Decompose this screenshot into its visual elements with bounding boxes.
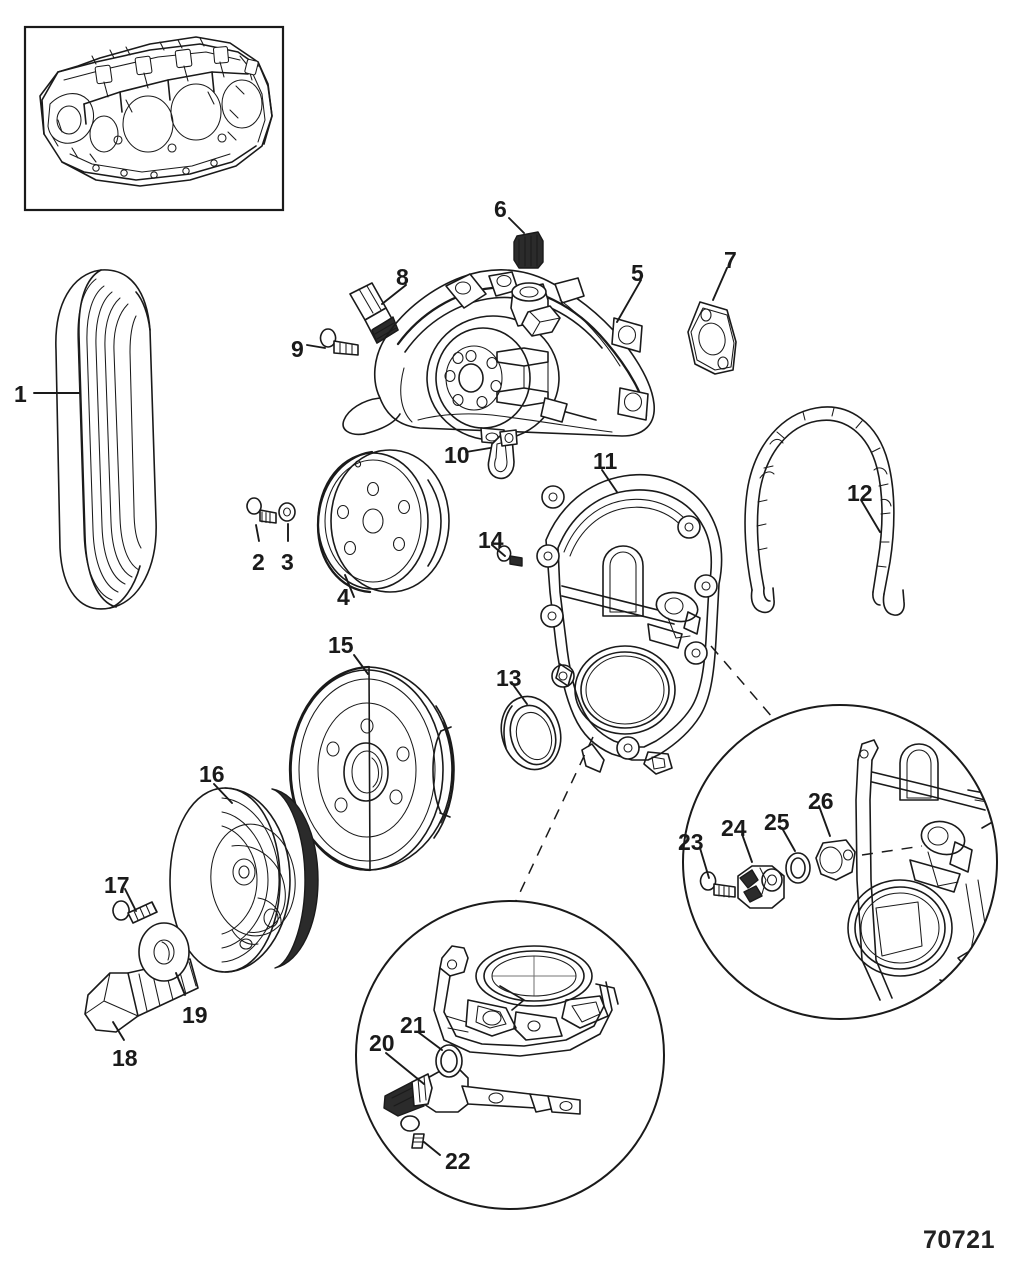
part-water-pump-pulley xyxy=(316,449,450,598)
part-retaining-clip xyxy=(465,429,518,480)
part-threaded-fitting xyxy=(349,282,407,344)
part-harmonic-balancer-damper xyxy=(169,783,319,973)
part-o-ring-21 xyxy=(417,1031,463,1078)
detail-leader-lower xyxy=(514,736,594,904)
part-plug-cap xyxy=(508,217,544,269)
callout-2: 2 xyxy=(252,549,265,575)
diagram-number: 70721 xyxy=(922,1226,995,1254)
part-water-pump-assembly xyxy=(342,269,655,445)
part-crankshaft-oil-seal xyxy=(500,685,562,771)
callout-12: 12 xyxy=(847,480,873,506)
lower-detail-circle xyxy=(355,900,665,1210)
callout-24: 24 xyxy=(721,815,747,841)
callout-3: 3 xyxy=(281,549,294,575)
callout-8: 8 xyxy=(396,264,409,290)
part-crankshaft-position-sensor xyxy=(383,1052,581,1117)
callout-10: 10 xyxy=(444,442,470,468)
right-detail-circle xyxy=(682,704,998,1020)
part-crankshaft-pulley xyxy=(288,654,455,872)
thumbnail-border xyxy=(23,25,285,212)
part-washer-19 xyxy=(138,922,190,996)
callout-14: 14 xyxy=(478,527,504,553)
part-screw-2 xyxy=(246,497,277,542)
callout-4: 4 xyxy=(337,584,350,610)
part-washer-3 xyxy=(278,502,296,542)
callout-19: 19 xyxy=(182,1002,208,1028)
callout-6: 6 xyxy=(494,196,507,222)
part-bolt-23 xyxy=(699,847,736,898)
callout-9: 9 xyxy=(291,336,304,362)
part-bolt-9 xyxy=(306,328,359,356)
part-front-cover-gasket xyxy=(744,406,905,616)
part-bolt-17 xyxy=(112,888,158,924)
part-screw-22 xyxy=(400,1115,441,1156)
engine-block-thumbnail xyxy=(23,25,285,212)
callout-22: 22 xyxy=(445,1148,471,1174)
part-timing-front-cover xyxy=(536,469,723,775)
callout-18: 18 xyxy=(112,1045,138,1071)
callout-1: 1 xyxy=(14,381,27,407)
callout-13: 13 xyxy=(496,665,522,691)
part-sensor-gasket-26 xyxy=(815,805,856,881)
callout-26: 26 xyxy=(808,788,834,814)
callout-5: 5 xyxy=(631,260,644,286)
part-o-ring-25 xyxy=(781,827,811,884)
callout-7: 7 xyxy=(724,247,737,273)
callout-21: 21 xyxy=(400,1012,426,1038)
part-water-pump-gasket xyxy=(687,267,737,375)
callout-15: 15 xyxy=(328,632,354,658)
part-serpentine-drive-belt xyxy=(33,269,157,610)
part-bolt-14 xyxy=(491,544,523,567)
callout-20: 20 xyxy=(369,1030,395,1056)
thumbnail-artwork xyxy=(39,36,273,187)
callout-16: 16 xyxy=(199,761,225,787)
part-camshaft-position-sensor xyxy=(737,833,785,909)
callout-23: 23 xyxy=(678,829,704,855)
callout-17: 17 xyxy=(104,872,130,898)
callout-25: 25 xyxy=(764,809,790,835)
callout-11: 11 xyxy=(593,448,618,474)
